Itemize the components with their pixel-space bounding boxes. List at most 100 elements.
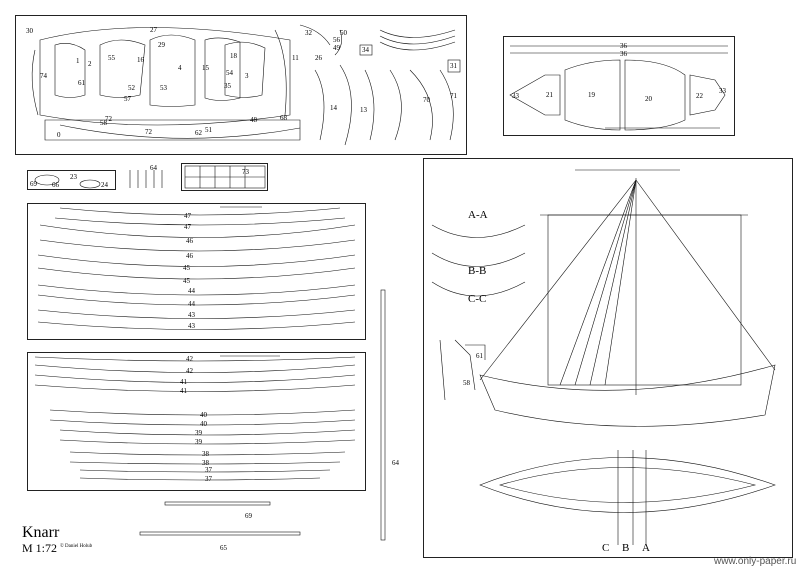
label-45b: 45 [183, 277, 191, 285]
strakes-upper-frame [27, 203, 366, 340]
label-46a: 46 [186, 237, 194, 245]
label-72a: 72 [105, 115, 113, 123]
strip-1 [379, 29, 456, 38]
label-13: 13 [360, 106, 368, 114]
label-31: 31 [450, 62, 458, 70]
frame-18-3 [224, 41, 266, 98]
label-4: 4 [178, 64, 182, 72]
strake-46a [39, 224, 356, 238]
label-24: 24 [101, 181, 109, 189]
label-39a: 39 [195, 429, 203, 437]
label-11: 11 [292, 54, 299, 62]
strake-45b [37, 267, 356, 280]
strake-43b [37, 321, 356, 330]
section-mark-b: B [622, 542, 629, 554]
section-label-cc: C-C [468, 293, 486, 305]
label-42a: 42 [186, 355, 194, 363]
deck-19 [564, 59, 621, 131]
strake-42a [34, 356, 356, 362]
label-1: 1 [76, 57, 80, 65]
label-45a: 45 [183, 264, 191, 272]
section-mark-c: C [602, 542, 609, 554]
label-42b: 42 [186, 367, 194, 375]
part-61 [465, 344, 486, 360]
deck-top [498, 467, 757, 503]
strake-37a [79, 469, 331, 473]
part-31 [447, 59, 461, 73]
rib-13 [339, 64, 352, 146]
label-56: 56 [333, 36, 341, 44]
keel-strip-72 [44, 119, 301, 141]
label-58a: 58 [100, 119, 108, 127]
label-61b: 61 [476, 352, 484, 360]
strake-39a [59, 429, 356, 436]
label-55: 55 [108, 54, 116, 62]
label-33b: 33 [719, 87, 727, 95]
label-37a: 37 [205, 466, 213, 474]
label-18: 18 [230, 52, 238, 60]
section-mark-a: A [642, 542, 650, 554]
label-57: 57 [124, 95, 132, 103]
section-label-bb: B-B [468, 265, 486, 277]
keel-piece-10 [31, 49, 39, 116]
rib-12 [364, 69, 375, 141]
strake-46b [39, 239, 356, 252]
strake-42b [34, 364, 356, 373]
keel-strip-58 [59, 124, 301, 139]
label-43b: 43 [188, 322, 196, 330]
bottom-plate-outline [39, 27, 291, 126]
label-61: 61 [78, 79, 86, 87]
label-73: 73 [242, 168, 250, 176]
label-26: 26 [315, 54, 323, 62]
part-64-hooks [129, 170, 163, 188]
section-cc [431, 281, 526, 297]
strake-43a [37, 309, 356, 319]
strake-44a [37, 284, 356, 296]
part-24 [79, 179, 101, 189]
section-bb [431, 252, 526, 267]
deck-20 [624, 59, 686, 131]
label-68: 68 [280, 114, 288, 122]
strip-2 [379, 35, 456, 45]
label-37b: 37 [205, 475, 213, 483]
label-20: 20 [645, 95, 653, 103]
label-70: 70 [423, 96, 431, 104]
frame-1-2 [54, 43, 86, 98]
frame-4 [149, 34, 196, 107]
strakes-lower-frame [27, 352, 366, 491]
label-74: 74 [40, 72, 48, 80]
label-22: 22 [696, 92, 704, 100]
spar-69 [164, 501, 271, 506]
label-35: 35 [224, 82, 232, 90]
label-33: 33 [512, 92, 520, 100]
strake-39b [59, 439, 356, 445]
part-34 [359, 44, 373, 56]
strake-37b [79, 477, 321, 481]
label-16: 16 [137, 56, 145, 64]
label-40b: 40 [200, 420, 208, 428]
label-58b: 58 [463, 379, 471, 387]
frame-55-16 [99, 39, 146, 98]
label-15: 15 [202, 64, 210, 72]
part-50 [334, 29, 342, 56]
section-label-aa: A-A [468, 209, 488, 221]
strake-38a [69, 451, 346, 456]
stem-11 [274, 29, 287, 116]
spar-65 [139, 531, 301, 536]
mast-64 [380, 289, 386, 541]
hull-side [479, 364, 776, 427]
strip-3 [379, 41, 456, 51]
strake-40b [49, 419, 356, 426]
top-parts-frame [15, 15, 467, 155]
part-58 [454, 339, 476, 391]
rib-70 [409, 69, 433, 141]
label-49: 49 [333, 44, 341, 52]
deck-22 [689, 74, 726, 116]
strake-45a [37, 254, 356, 267]
label-21: 21 [546, 91, 554, 99]
label-38a: 38 [202, 450, 210, 458]
strake-47b [54, 217, 346, 226]
label-46b: 46 [186, 252, 194, 260]
sheet-title: Knarr [22, 524, 60, 541]
label-64b: 64 [392, 459, 400, 467]
